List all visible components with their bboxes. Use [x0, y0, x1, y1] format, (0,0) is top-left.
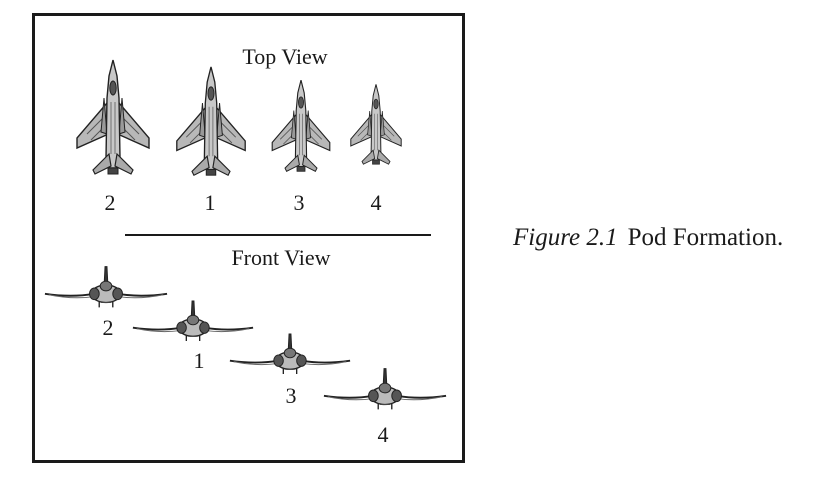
front-view-title: Front View: [231, 245, 331, 270]
top-aircraft-label: 1: [204, 190, 216, 215]
top-aircraft-label: 3: [293, 190, 305, 215]
section-divider: [125, 234, 431, 236]
formation-figure-frame: Top View 2 1 3 4 Front View 2 1 3 4: [32, 13, 465, 463]
fighter-jet-top-view-icon: [348, 80, 404, 170]
fighter-jet-top-view-icon: [173, 64, 249, 180]
figure-caption-text: Pod Formation.: [627, 224, 784, 251]
fighter-jet-top-view-icon: [269, 75, 333, 178]
top-aircraft-label: 2: [104, 190, 116, 215]
fighter-jet-front-view-icon: [322, 366, 448, 412]
figure-caption: Figure 2.1 Pod Formation.: [513, 224, 783, 252]
front-aircraft-label: 1: [193, 348, 205, 373]
front-aircraft-label: 3: [285, 383, 297, 408]
top-view-title: Top View: [242, 44, 328, 69]
figure-number: Figure 2.1: [513, 224, 618, 251]
front-aircraft-label: 2: [102, 315, 114, 340]
top-aircraft-label: 4: [370, 190, 382, 215]
fighter-jet-top-view-icon: [73, 56, 153, 180]
front-aircraft-label: 4: [377, 422, 389, 447]
